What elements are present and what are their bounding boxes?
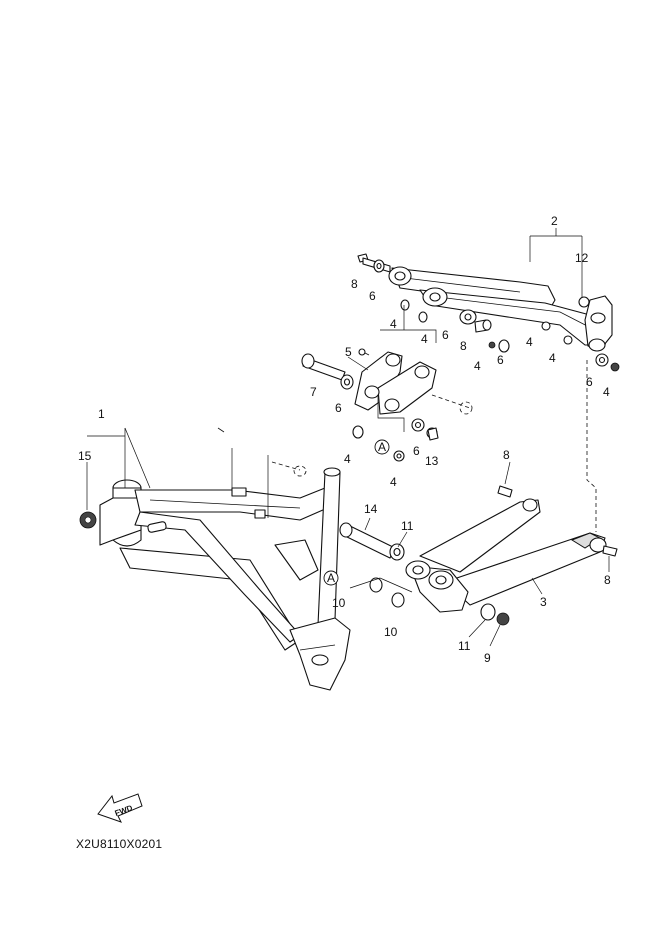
callout-4: 4 <box>526 335 533 349</box>
forward-direction-arrow: FWD <box>97 793 143 823</box>
callout-10: 10 <box>332 596 346 610</box>
callout-6: 6 <box>497 353 504 367</box>
callout-4: 4 <box>474 359 481 373</box>
upper-arm-assembly <box>357 253 620 372</box>
callout-5: 5 <box>345 345 352 359</box>
reference-mark-a-lower: A <box>323 570 339 586</box>
callout-6: 6 <box>413 444 420 458</box>
callout-8: 8 <box>460 339 467 353</box>
reference-mark-a-upper: A <box>374 439 390 455</box>
callout-12: 12 <box>575 251 589 265</box>
callout-4: 4 <box>603 385 610 399</box>
callout-4: 4 <box>390 475 397 489</box>
callout-6: 6 <box>442 328 449 342</box>
callout-7: 7 <box>310 385 317 399</box>
main-frame <box>79 427 351 691</box>
drawing-code: X2U8110X0201 <box>76 837 163 851</box>
svg-text:A: A <box>378 440 386 454</box>
callout-4: 4 <box>421 332 428 346</box>
callout-3: 3 <box>540 595 547 609</box>
callout-9: 9 <box>484 651 491 665</box>
callout-labels: 2 12 8 6 4 4 6 8 4 6 4 4 6 4 5 7 6 4 6 1… <box>78 214 611 665</box>
callout-6: 6 <box>586 375 593 389</box>
callout-6: 6 <box>369 289 376 303</box>
callout-14: 14 <box>364 502 378 516</box>
callout-6: 6 <box>335 401 342 415</box>
callout-2: 2 <box>551 214 558 228</box>
callout-4: 4 <box>549 351 556 365</box>
leader-lines <box>86 228 610 647</box>
assembly-guide-lines <box>231 305 597 593</box>
callout-8: 8 <box>604 573 611 587</box>
lower-arm-assembly <box>339 485 618 626</box>
callout-1: 1 <box>98 407 105 421</box>
callout-11: 11 <box>458 639 471 653</box>
callout-4: 4 <box>344 452 351 466</box>
callout-10: 10 <box>384 625 398 639</box>
callout-15: 15 <box>78 449 92 463</box>
callout-11: 11 <box>401 519 414 533</box>
callout-8: 8 <box>351 277 358 291</box>
callout-4: 4 <box>390 317 397 331</box>
svg-text:A: A <box>327 571 335 585</box>
callout-13: 13 <box>425 454 439 468</box>
shock-bracket-plates <box>301 348 473 462</box>
callout-8: 8 <box>503 448 510 462</box>
